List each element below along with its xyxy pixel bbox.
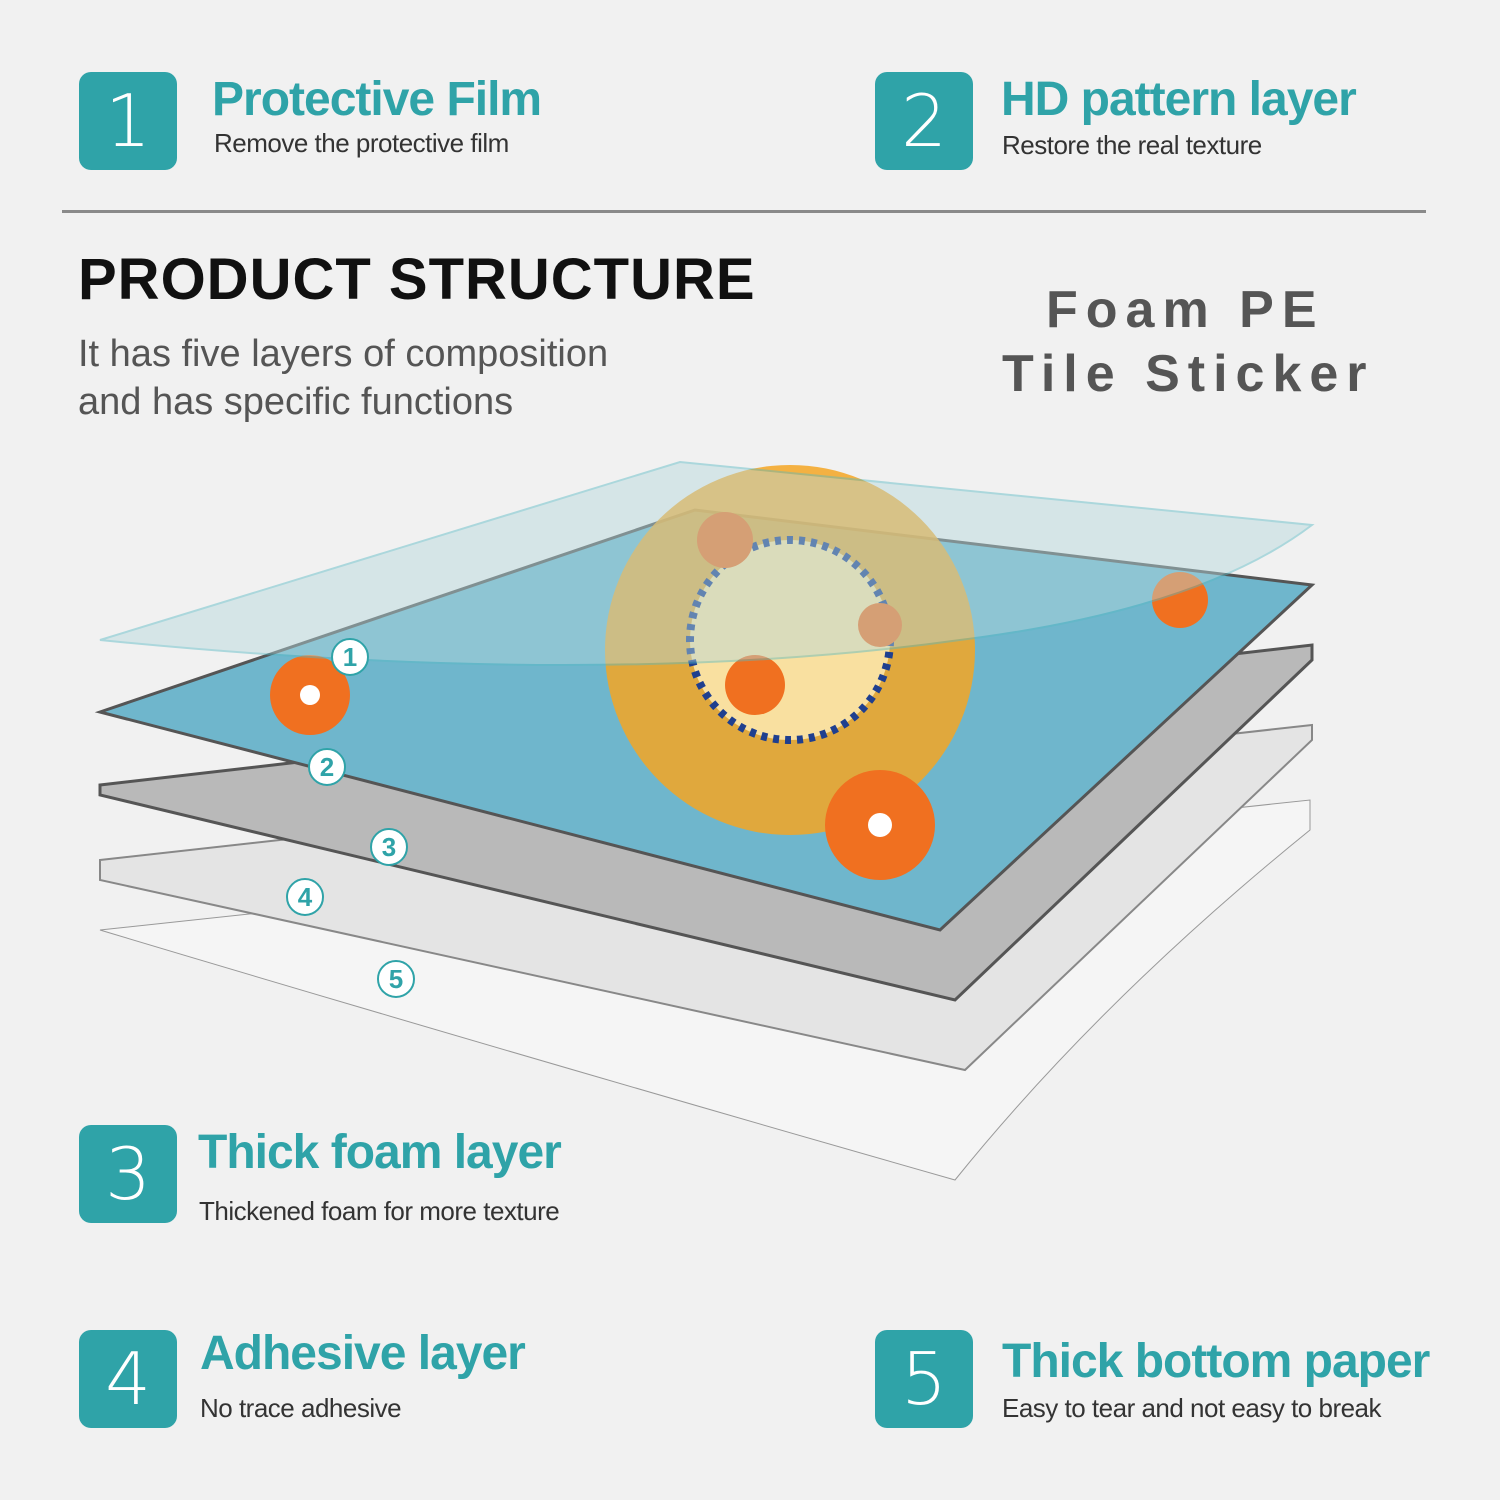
feature-subtitle-5: Easy to tear and not easy to break: [1002, 1393, 1382, 1423]
structure-title: PRODUCT STRUCTURE: [78, 247, 756, 312]
feature-subtitle-4: No trace adhesive: [200, 1393, 402, 1423]
layer-diagram: [94, 460, 1316, 1181]
diagram-label-5: 5: [377, 960, 415, 998]
structure-description: It has five layers of composition and ha…: [78, 330, 778, 426]
feature-title-1: Protective Film: [212, 73, 542, 126]
feature-title-4: Adhesive layer: [200, 1327, 526, 1380]
description-line-1: It has five layers of composition: [78, 333, 609, 375]
badge-5: 5: [875, 1330, 973, 1428]
description-line-2: and has specific functions: [78, 381, 514, 423]
diagram-label-1: 1: [331, 638, 369, 676]
feature-subtitle-1: Remove the protective film: [214, 128, 509, 158]
diagram-label-3: 3: [370, 828, 408, 866]
divider: [62, 210, 1426, 213]
feature-title-3: Thick foam layer: [198, 1126, 562, 1179]
badge-2: 2: [875, 72, 973, 170]
feature-subtitle-3: Thickened foam for more texture: [199, 1196, 560, 1226]
badge-1: 1: [79, 72, 177, 170]
badge-4: 4: [79, 1330, 177, 1428]
product-name-line-1: Foam PE: [1046, 281, 1325, 339]
feature-title-5: Thick bottom paper: [1002, 1335, 1430, 1388]
feature-subtitle-2: Restore the real texture: [1002, 130, 1262, 160]
feature-title-2: HD pattern layer: [1001, 73, 1357, 126]
diagram-label-4: 4: [286, 878, 324, 916]
diagram-label-2: 2: [308, 748, 346, 786]
badge-3: 3: [79, 1125, 177, 1223]
product-name-line-2: Tile Sticker: [1002, 345, 1375, 403]
